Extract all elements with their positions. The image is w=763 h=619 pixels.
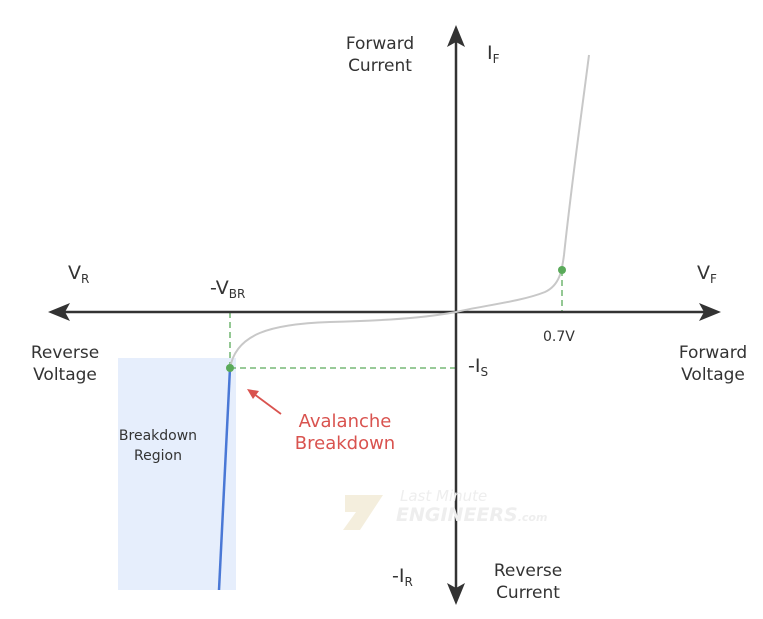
breakdown-point-marker [226,364,234,372]
avalanche-arrow-line [253,393,282,415]
if-label: IF [487,42,500,66]
vf-label: VF [697,262,717,286]
watermark-logo [343,495,383,530]
watermark-text: Last Minute ENGINEERS.com [396,487,548,526]
current-axis-up-arrow [447,25,465,47]
current-axis-down-arrow [447,583,465,605]
knee-voltage-label: 0.7V [543,329,575,345]
breakdown-line [217,367,232,591]
voltage-axis-left-arrow [48,303,70,321]
voltage-axis-right-arrow [699,303,721,321]
minus-is-label: -IS [468,355,489,379]
avalanche-arrow-head [247,389,259,399]
minus-ir-label: -IR [392,565,413,589]
vr-label: VR [68,262,90,286]
breakdown-region-shade [118,358,236,590]
diode-curve [229,54,590,369]
minus-vbr-label: -VBR [210,277,246,301]
knee-point-marker [558,266,566,274]
